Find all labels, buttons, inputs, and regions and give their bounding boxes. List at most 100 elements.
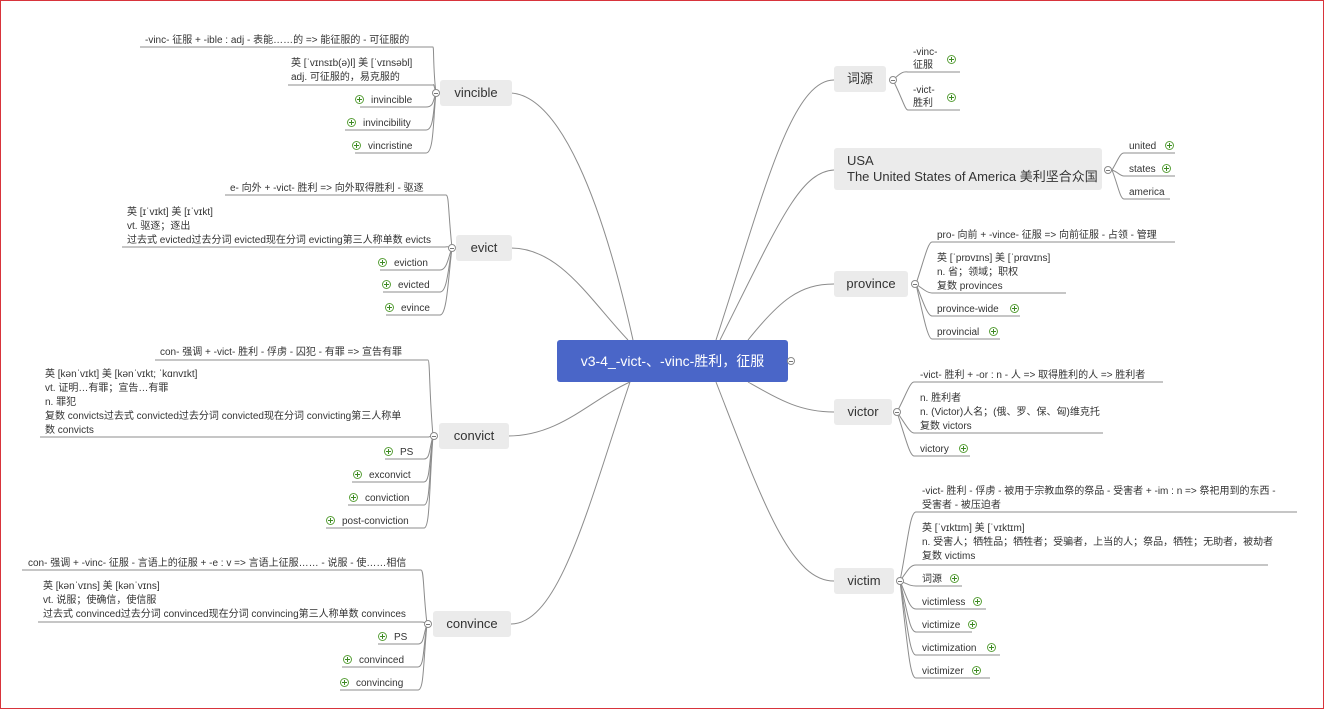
topic-usa[interactable]: USA The United States of America 美利坚合众国	[834, 148, 1102, 190]
convince-def-2: vt. 说服；使确信，使信服	[43, 595, 157, 606]
expand-icon[interactable]	[349, 493, 358, 502]
evict-etym: e- 向外 + -vict- 胜利 => 向外取得胜利 - 驱逐	[230, 183, 424, 194]
topic-victim-label: victim	[847, 573, 881, 588]
usa-child[interactable]: america	[1129, 187, 1165, 198]
ciyuan-child-1-line1[interactable]: -vinc-	[913, 47, 938, 58]
topic-usa-label-1: USA	[847, 153, 874, 168]
expand-icon[interactable]	[947, 55, 956, 64]
topic-convince-label: convince	[446, 616, 498, 631]
expand-icon[interactable]	[343, 655, 352, 664]
ciyuan-child-2-line2[interactable]: 胜利	[913, 98, 933, 109]
convince-child[interactable]: convincing	[356, 678, 404, 689]
convict-child[interactable]: post-conviction	[342, 516, 409, 527]
topic-convict[interactable]: convict	[439, 423, 509, 449]
evict-def-2: vt. 驱逐；逐出	[127, 221, 191, 232]
victim-child[interactable]: victimless	[922, 597, 966, 608]
expand-icon[interactable]	[378, 632, 387, 641]
central-topic[interactable]: v3-4_-vict-、-vinc-胜利，征服	[557, 340, 788, 382]
vincible-child[interactable]: vincristine	[368, 141, 413, 152]
province-def-2: n. 省；领域；职权	[937, 267, 1019, 278]
victim-def-3: 复数 victims	[922, 551, 976, 562]
usa-child[interactable]: states	[1129, 164, 1156, 175]
topic-vincible[interactable]: vincible	[440, 80, 512, 106]
province-etym: pro- 向前 + -vince- 征服 => 向前征服 - 占领 - 管理	[937, 230, 1157, 241]
convict-child[interactable]: PS	[400, 447, 414, 458]
topic-victor-label: victor	[847, 404, 879, 419]
victim-child[interactable]: victimization	[922, 643, 977, 654]
expand-icon[interactable]	[989, 327, 998, 336]
evict-def-1: 英 [ɪˈvɪkt] 美 [ɪˈvɪkt]	[127, 207, 213, 218]
victim-def-1: 英 [ˈvɪktɪm] 美 [ˈvɪktɪm]	[922, 523, 1025, 534]
ciyuan-child-2-line1[interactable]: -vict-	[913, 85, 935, 96]
collapse-icon[interactable]	[911, 280, 919, 288]
evict-child[interactable]: evince	[401, 303, 430, 314]
vincible-def-2: adj. 可征服的，易克服的	[291, 72, 400, 83]
expand-icon[interactable]	[987, 643, 996, 652]
expand-icon[interactable]	[959, 444, 968, 453]
expand-icon[interactable]	[968, 620, 977, 629]
topic-vincible-label: vincible	[454, 85, 498, 100]
convict-child[interactable]: conviction	[365, 493, 410, 504]
expand-icon[interactable]	[385, 303, 394, 312]
expand-icon[interactable]	[378, 258, 387, 267]
convince-def-3: 过去式 convinced过去分词 convinced现在分词 convinci…	[43, 609, 406, 620]
expand-icon[interactable]	[352, 141, 361, 150]
expand-icon[interactable]	[384, 447, 393, 456]
vincible-child[interactable]: invincible	[371, 95, 413, 106]
evict-child[interactable]: evicted	[398, 280, 430, 291]
collapse-icon[interactable]	[424, 620, 432, 628]
expand-icon[interactable]	[947, 93, 956, 102]
expand-icon[interactable]	[1165, 141, 1174, 150]
province-child[interactable]: province-wide	[937, 304, 999, 315]
expand-icon[interactable]	[347, 118, 356, 127]
evict-child[interactable]: eviction	[394, 258, 428, 269]
victim-child[interactable]: victimizer	[922, 666, 964, 677]
expand-icon[interactable]	[353, 470, 362, 479]
expand-icon[interactable]	[972, 666, 981, 675]
topic-usa-label-2: The United States of America 美利坚合众国	[847, 169, 1098, 184]
topic-victor[interactable]: victor	[834, 399, 892, 425]
vincible-child[interactable]: invincibility	[363, 118, 411, 129]
topic-ciyuan[interactable]: 词源	[834, 66, 886, 92]
collapse-icon[interactable]	[896, 577, 904, 585]
collapse-icon[interactable]	[893, 408, 901, 416]
collapse-icon[interactable]	[1104, 166, 1112, 174]
expand-icon[interactable]	[950, 574, 959, 583]
evict-def-3: 过去式 evicted过去分词 evicted现在分词 evicting第三人称…	[127, 235, 431, 246]
expand-icon[interactable]	[1010, 304, 1019, 313]
collapse-icon[interactable]	[430, 432, 438, 440]
topic-victim[interactable]: victim	[834, 568, 894, 594]
topic-evict[interactable]: evict	[456, 235, 512, 261]
expand-icon[interactable]	[1162, 164, 1171, 173]
collapse-icon[interactable]	[432, 89, 440, 97]
topic-convince[interactable]: convince	[433, 611, 511, 637]
collapse-icon[interactable]	[448, 244, 456, 252]
convince-def-1: 英 [kənˈvɪns] 美 [kənˈvɪns]	[43, 581, 160, 592]
victim-child[interactable]: victimize	[922, 620, 961, 631]
convict-def-3: n. 罪犯	[45, 397, 77, 408]
convince-child[interactable]: convinced	[359, 655, 405, 666]
convict-def-4: 复数 convicts过去式 convicted过去分词 convicted现在…	[45, 411, 402, 422]
central-collapse-icon[interactable]	[787, 357, 795, 365]
ciyuan-child-1-line2[interactable]: 征服	[913, 60, 933, 71]
expand-icon[interactable]	[382, 280, 391, 289]
province-def-3: 复数 provinces	[937, 281, 1003, 292]
victor-def-3: 复数 victors	[920, 421, 972, 432]
vincible-etym: -vinc- 征服 + -ible : adj - 表能……的 => 能征服的 …	[145, 35, 410, 46]
province-child[interactable]: provincial	[937, 327, 980, 338]
victor-child[interactable]: victory	[920, 444, 949, 455]
convict-etym: con- 强调 + -vict- 胜利 - 俘虏 - 囚犯 - 有罪 => 宣告…	[160, 347, 402, 358]
expand-icon[interactable]	[340, 678, 349, 687]
convince-child[interactable]: PS	[394, 632, 408, 643]
victim-def-2: n. 受害人；牺牲品；牺牲者；受骗者，上当的人；祭品，牺牲；无助者，被劫者	[922, 537, 1274, 548]
convict-child[interactable]: exconvict	[369, 470, 411, 481]
victim-child[interactable]: 词源	[922, 574, 942, 585]
usa-child[interactable]: united	[1129, 141, 1157, 152]
expand-icon[interactable]	[973, 597, 982, 606]
topic-province[interactable]: province	[834, 271, 908, 297]
collapse-icon[interactable]	[889, 76, 897, 84]
expand-icon[interactable]	[355, 95, 364, 104]
expand-icon[interactable]	[326, 516, 335, 525]
convict-def-1: 英 [kənˈvɪkt] 美 [kənˈvɪkt; ˈkɑnvɪkt]	[45, 369, 198, 380]
